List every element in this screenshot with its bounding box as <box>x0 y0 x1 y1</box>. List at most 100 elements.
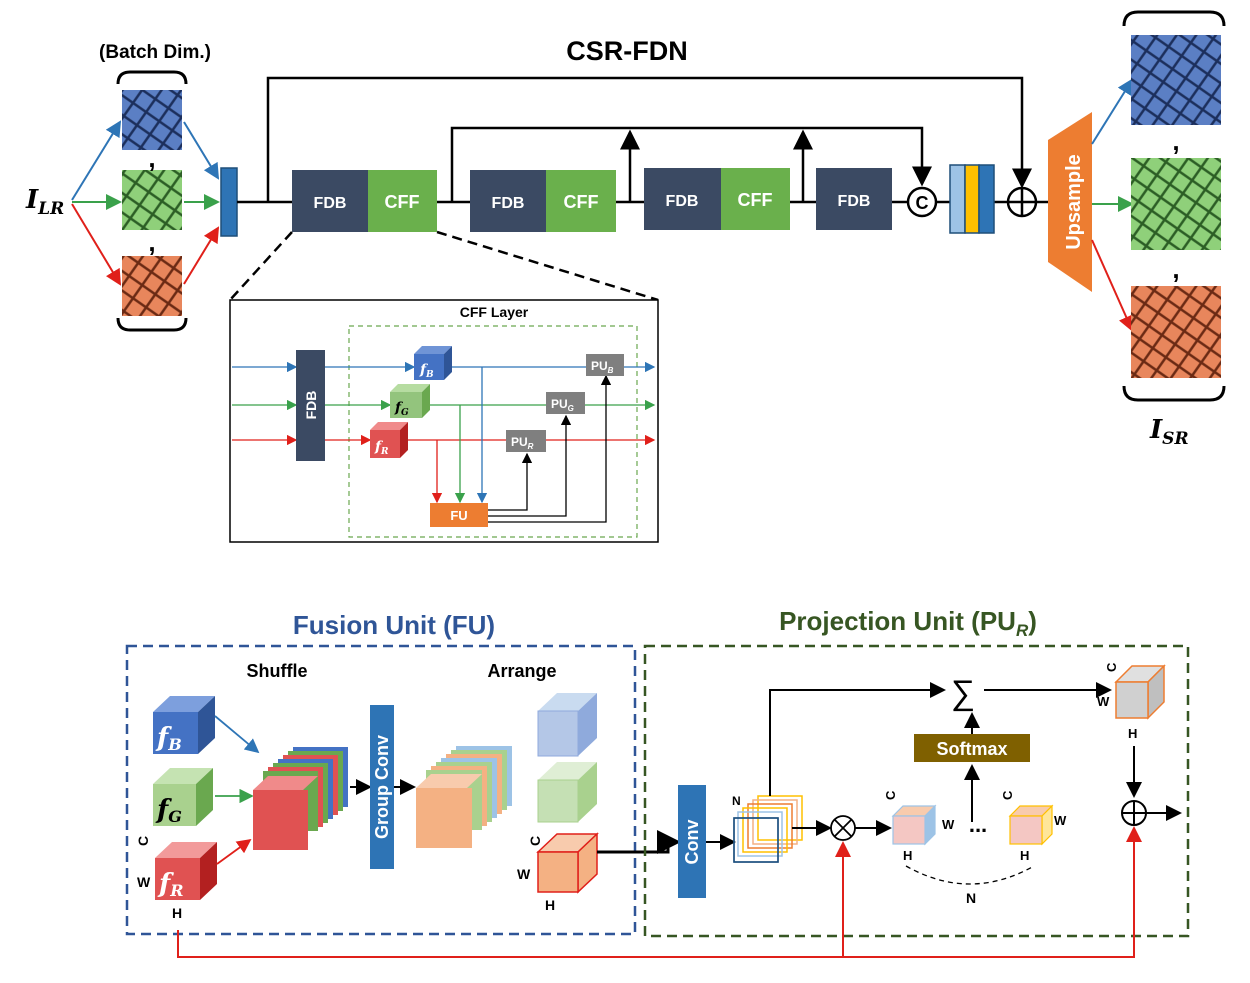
cff-block-3 <box>721 168 790 230</box>
batch-dim-label: (Batch Dim.) <box>99 42 211 63</box>
cff-block-2-label: CFF <box>564 192 599 212</box>
fu-fb-cube <box>153 696 215 754</box>
pu-b-box <box>586 354 624 376</box>
fu-fg-cube <box>153 768 213 826</box>
arrange-label: Arrange <box>487 661 556 681</box>
cff-fu-box <box>430 503 488 527</box>
pu-cubeN-w: W <box>1054 813 1067 828</box>
softmax-block <box>914 734 1030 762</box>
fdb-block-3 <box>644 168 721 230</box>
upsample-label: Upsample <box>1063 154 1085 250</box>
cff-fdb-label: FDB <box>303 391 319 420</box>
pu-cube1-h: H <box>903 848 912 863</box>
pu-conv-block <box>678 785 706 898</box>
input-image-blue <box>122 90 182 150</box>
pu-r-label: PUR <box>511 435 534 451</box>
output-image-blue <box>1131 35 1221 125</box>
upsample-block <box>1048 112 1092 292</box>
fdb-block-3-label: FDB <box>666 193 699 210</box>
fdb-block-2-label: FDB <box>492 195 525 212</box>
input-conv-bar <box>220 167 238 237</box>
sum-icon: ∑ <box>951 674 975 712</box>
output-bracket <box>1122 10 1226 402</box>
cff-layer-title: CFF Layer <box>460 304 529 320</box>
pu-r-box <box>506 430 546 452</box>
output-label: ISR <box>1149 415 1189 449</box>
red-skip-line <box>177 826 1142 958</box>
fu-fb-label: fB <box>155 723 182 754</box>
arrow-input-red <box>71 203 122 286</box>
cff-fdb-block <box>296 350 325 461</box>
cff-fr-cube <box>370 422 408 458</box>
fdb-block-1-label: FDB <box>314 195 347 212</box>
pu-conv-label: Conv <box>682 820 702 865</box>
ellipsis-dots: ... <box>969 812 987 837</box>
comma-2: , <box>148 227 155 257</box>
pu-out-h: H <box>1128 726 1137 741</box>
pu-cube1-w: W <box>942 817 955 832</box>
arrange-c-label: C <box>527 836 543 846</box>
cff-fg-cube <box>390 384 430 418</box>
fu-fr-label: fR <box>157 869 183 900</box>
fusion-unit-title: Fusion Unit (FU) <box>293 610 495 640</box>
fu-fr-cube <box>155 842 217 900</box>
comma-3: , <box>1172 126 1179 156</box>
fdb-block-2 <box>470 170 546 232</box>
comma-4: , <box>1172 254 1179 284</box>
pu-cube-1 <box>891 804 937 846</box>
fu-h-label: H <box>172 905 182 921</box>
cff-block-2 <box>546 170 616 232</box>
pu-cube-n <box>1008 804 1054 846</box>
multiply-icon <box>830 815 856 841</box>
arranged-stack-icon <box>416 746 512 848</box>
cff-block-3-label: CFF <box>738 190 773 210</box>
projection-unit-panel <box>643 644 1190 938</box>
cff-fb-cube <box>414 346 452 380</box>
pu-g-box <box>546 392 585 414</box>
fu-fg-label: fG <box>155 795 182 826</box>
pu-output-cube <box>1114 664 1166 720</box>
main-flow-lines <box>237 76 1048 204</box>
cff-block-1 <box>368 170 437 232</box>
arrange-w-label: W <box>517 866 531 882</box>
fdb-block-4-label: FDB <box>838 193 871 210</box>
shuffle-stack-icon <box>253 747 348 850</box>
arrow-input-blue <box>71 120 122 201</box>
cff-fg-label: fG <box>394 400 409 418</box>
cff-layer-dashed-box <box>348 325 638 538</box>
arrow-fb-shuffle <box>214 715 260 754</box>
network-title: CSR-FDN <box>566 36 688 66</box>
softmax-label: Softmax <box>936 739 1007 759</box>
cff-fb-label: fB <box>419 362 434 380</box>
arrange-cube-green <box>537 762 597 823</box>
n-top-label: N <box>732 794 741 808</box>
arrow-output-blue <box>1091 78 1134 145</box>
concat-icon <box>906 186 938 218</box>
comma-1: , <box>148 143 155 173</box>
input-image-green <box>122 170 182 230</box>
batch-bracket <box>116 70 188 332</box>
pu-cube1-c: C <box>883 790 898 800</box>
group-conv-block <box>370 705 394 869</box>
shuffle-label: Shuffle <box>247 661 308 681</box>
fu-c-label: C <box>135 836 151 846</box>
projection-unit-title: Projection Unit (PUR) <box>779 606 1037 640</box>
arrow-output-red <box>1091 239 1134 332</box>
input-image-red <box>122 256 182 316</box>
arrange-cube-orange <box>536 832 599 894</box>
pu-g-label: PUG <box>551 397 574 413</box>
cff-block-1-label: CFF <box>385 192 420 212</box>
arrow-to-sum <box>769 682 946 796</box>
n-feature-stack-icon <box>733 795 803 863</box>
cff-fr-label: fR <box>374 439 389 457</box>
arrow-fu-to-pu <box>597 830 681 854</box>
add-icon <box>1006 186 1038 218</box>
arrange-h-label: H <box>545 897 555 913</box>
fusion-unit-panel <box>125 644 637 936</box>
cff-fu-label: FU <box>450 508 467 523</box>
pu-out-c: C <box>1104 662 1119 672</box>
n-bottom-label: N <box>966 890 976 906</box>
group-conv-label: Group Conv <box>372 735 392 839</box>
output-image-red <box>1131 286 1221 378</box>
